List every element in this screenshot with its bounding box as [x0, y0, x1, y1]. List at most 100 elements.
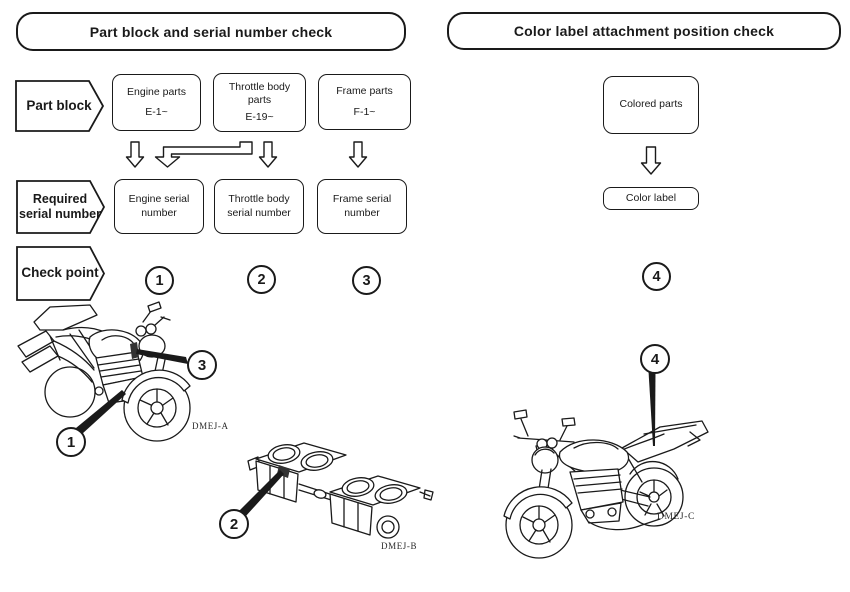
- throttle-bore: [267, 444, 301, 464]
- figure-callout-circle-3: 3: [187, 350, 217, 380]
- check-point-circle-1: 1: [145, 266, 174, 295]
- callout-number: 2: [229, 515, 239, 533]
- front-fender: [121, 369, 191, 404]
- fuel-tank: [88, 329, 144, 369]
- bike-front-view-figure: [503, 371, 709, 559]
- check-point-number: 1: [155, 272, 164, 289]
- frame-parts-box: Frame parts F-1~: [318, 74, 411, 130]
- callout-line-4: [648, 371, 656, 446]
- color-label-title: Color label: [625, 191, 677, 204]
- throttle-lever: [419, 489, 434, 501]
- check-point-circle-3: 3: [352, 266, 381, 295]
- throttle-body-figure: [239, 442, 434, 539]
- check-point-number: 4: [652, 268, 661, 285]
- throttle-body-parts-title: Throttle body parts: [228, 80, 291, 106]
- flow-arrows: [125, 141, 662, 175]
- figure-callout-circle-4: 4: [640, 344, 670, 374]
- figure-callout-circle-2: 2: [219, 509, 249, 539]
- frame-serial-title: Frame serial number: [332, 193, 392, 219]
- callout-number: 4: [650, 350, 660, 368]
- handlebar: [513, 435, 575, 443]
- frame-serial-box: Frame serial number: [317, 179, 407, 234]
- left-section-header: Part block and serial number check: [16, 12, 406, 51]
- figure-code-c: DMEJ-C: [657, 512, 695, 522]
- throttle-plate: [329, 475, 421, 506]
- frame-serial-tag: [130, 342, 139, 359]
- headlight-rear: [138, 334, 166, 358]
- rear-fender: [629, 460, 679, 480]
- engine-serial-title: Engine serial number: [128, 193, 190, 219]
- check-point-number: 2: [257, 271, 266, 288]
- check-point-pentagon: Check point: [16, 246, 120, 301]
- engine-block: [95, 351, 144, 386]
- callout-line-2: [239, 470, 284, 517]
- tail-cowl: [621, 420, 709, 463]
- exhaust-pipe: [588, 518, 661, 531]
- fuel-tank: [558, 439, 630, 474]
- throttle-body-parts-box: Throttle body parts E-19~: [213, 73, 306, 132]
- down-arrow-icon: [640, 146, 662, 175]
- gauge: [546, 437, 558, 449]
- down-arrow-icon: [258, 141, 278, 168]
- front-fender: [503, 486, 573, 520]
- seat-line: [62, 326, 121, 342]
- link-rod: [298, 483, 343, 504]
- callout-line-3: [136, 349, 188, 364]
- frame-parts-title: Frame parts: [336, 85, 393, 98]
- rear-wheel: [44, 366, 96, 418]
- front-wheel: [505, 491, 573, 559]
- throttle-plate: [255, 442, 347, 473]
- front-fork: [537, 468, 552, 497]
- throttle-body-parts-code: E-19~: [245, 111, 274, 123]
- swingarm: [619, 489, 651, 507]
- callout-line-1: [76, 390, 126, 434]
- down-arrow-icon: [348, 141, 368, 168]
- gauge: [536, 438, 548, 450]
- throttle-serial-box: Throttle body serial number: [214, 179, 304, 234]
- right-section-header: Color label attachment position check: [447, 12, 841, 50]
- colored-parts-title: Colored parts: [619, 98, 683, 111]
- front-wheel: [123, 374, 191, 442]
- engine-serial-box: Engine serial number: [114, 179, 204, 234]
- headlight: [531, 446, 559, 474]
- bent-down-arrow-icon: [154, 141, 253, 168]
- callout-number: 1: [66, 433, 76, 451]
- check-point-circle-4: 4: [642, 262, 671, 291]
- triple-clamp: [535, 443, 554, 455]
- engine-block: [569, 468, 624, 511]
- throttle-bore: [300, 451, 334, 471]
- throttle-bore: [341, 477, 375, 497]
- grab-rail: [643, 424, 701, 447]
- left-header-title: Part block and serial number check: [89, 23, 333, 40]
- required-serial-pentagon: Required serial number: [16, 180, 120, 234]
- serial-tag: [277, 465, 290, 478]
- throttle-body-block: [255, 460, 299, 503]
- part-block-pentagon: Part block: [15, 80, 119, 132]
- callout-number: 3: [197, 356, 207, 374]
- engine-parts-box: Engine parts E-1~: [112, 74, 201, 131]
- mirror: [147, 301, 162, 313]
- colored-parts-box: Colored parts: [603, 76, 699, 134]
- bracket: [247, 456, 261, 471]
- right-header-title: Color label attachment position check: [513, 23, 775, 39]
- figure-code-a: DMEJ-A: [192, 421, 229, 431]
- tail-cowl: [33, 304, 98, 331]
- throttle-body-block: [329, 493, 373, 536]
- frame-parts-code: F-1~: [353, 105, 376, 118]
- check-point-number: 3: [362, 272, 371, 289]
- mirror: [142, 310, 152, 323]
- muffler: [17, 330, 55, 358]
- figure-code-b: DMEJ-B: [381, 541, 418, 551]
- engine-parts-code: E-1~: [145, 106, 168, 119]
- mirror: [520, 418, 529, 437]
- engine-parts-title: Engine parts: [127, 85, 186, 98]
- seat-line: [55, 335, 115, 353]
- crankcase: [580, 502, 622, 524]
- bell-mouth: [376, 515, 400, 539]
- part-block-label: Part block: [26, 97, 92, 113]
- front-fork: [150, 354, 167, 391]
- color-label-box: Color label: [603, 187, 699, 210]
- throttle-bore: [374, 484, 408, 504]
- exhaust-header: [53, 340, 95, 383]
